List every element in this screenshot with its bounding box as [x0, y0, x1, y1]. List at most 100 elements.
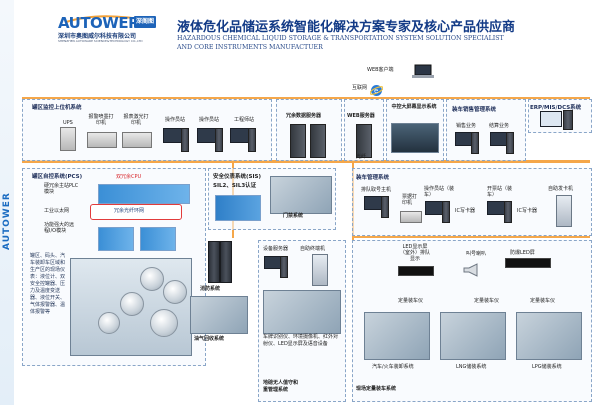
truck-loading-image-b — [440, 312, 506, 360]
ticket-printer — [400, 211, 422, 223]
queue-monitor — [364, 196, 382, 210]
fiber-ring-label: 冗余光纤环网 — [114, 208, 145, 214]
engineer-label: 工程师站 — [234, 117, 255, 123]
truck-b-label: LNG储装系统 — [456, 364, 487, 370]
truck-loading-image-c — [516, 312, 582, 360]
erp-monitor — [540, 111, 562, 127]
vapor-recovery-image — [190, 296, 248, 334]
equip-server-monitor — [264, 256, 281, 269]
operator2-tower — [215, 128, 223, 152]
pcs-title: 罐区自控系统(PCS) — [32, 174, 83, 180]
sis-title: 安全仪表系统(SIS) — [213, 174, 261, 180]
equip-server-tower — [280, 256, 288, 278]
sis-controller — [215, 195, 261, 221]
operator-truck-monitor — [425, 201, 443, 215]
report-printer-label: 报表激光打印机 — [123, 114, 149, 126]
io-rack-a — [98, 227, 134, 251]
truck-mgmt-panel — [352, 168, 592, 236]
tank-3 — [120, 292, 144, 316]
alarm-printer-label: 报警喷墨打印机 — [88, 114, 114, 126]
auto-card-kiosk — [556, 195, 572, 227]
redundant-server-label: 冗余数据服务器 — [286, 113, 322, 119]
ups-label: UPS — [63, 120, 73, 126]
sales-monitor — [455, 132, 472, 146]
redundant-cpu-label: 双冗余CPU — [116, 174, 142, 180]
settle-biz-label: 结算业务 — [489, 123, 510, 129]
io-rack-b — [140, 227, 176, 251]
laptop-icon — [412, 64, 434, 79]
billing-monitor — [487, 201, 505, 215]
server-a — [290, 124, 306, 158]
tank-4 — [150, 309, 178, 337]
loader1-label: 定量装车仪 — [398, 298, 424, 304]
tank-upper-title: 罐区监控上位机系统 — [32, 105, 82, 111]
web-server-device — [356, 124, 372, 158]
settle-monitor — [490, 132, 507, 146]
loader2-label: 定量装车仪 — [474, 298, 500, 304]
self-terminal-label: 自助终端机 — [300, 246, 326, 252]
explosion-led-label: 防爆LED屏 — [510, 250, 535, 256]
page-title-cn: 液体危化品储运系统智能化解决方案专家及核心产品供应商 — [177, 20, 516, 35]
weighbridge-title-line2: 重管理系统 — [263, 387, 289, 393]
svg-text:e: e — [374, 87, 378, 95]
sales-biz-label: 销售业务 — [456, 123, 477, 129]
page-title-en-line1: HAZARDOUS CHEMICAL LIQUID STORAGE & TRAN… — [177, 35, 504, 42]
alarm-printer-device — [87, 132, 117, 148]
side-strip — [0, 0, 14, 405]
queue-tower — [381, 196, 389, 218]
field-instrument-desc: 罐区、码头、汽车装卸车区域和生产区的现场仪表：液位计、双安全控罐器、压力及温度变… — [30, 253, 66, 315]
network-line-truck — [352, 236, 590, 238]
server-b — [310, 124, 326, 158]
fire-cabinet-b — [220, 241, 232, 283]
settle-tower — [506, 132, 514, 154]
billing-tower — [504, 201, 512, 223]
web-client-label: WEB客户端 — [367, 67, 394, 73]
tank-2 — [163, 280, 187, 304]
logo-swoosh-icon — [64, 8, 134, 23]
web-server-label: WEB服务器 — [347, 113, 375, 119]
ups-device — [60, 127, 76, 151]
ic-reader1-label: IC写卡器 — [455, 208, 475, 214]
network-line-top — [22, 97, 590, 99]
operator1-tower — [181, 128, 189, 152]
erp-tower — [563, 110, 573, 130]
logo-badge: 深阁图 — [134, 16, 156, 28]
door-label: 门禁系统 — [283, 213, 304, 219]
vapor-label: 油气回收系统 — [194, 336, 225, 342]
truck-sales-title: 装车销售管理系统 — [452, 107, 497, 113]
sis-cert: SIL2、SIL3认证 — [213, 183, 257, 189]
loudspeaker-icon — [463, 262, 481, 277]
operator-truck-tower — [442, 201, 450, 223]
fiber-label: 光纤 — [356, 154, 367, 160]
page-title-en: HAZARDOUS CHEMICAL LIQUID STORAGE & TRAN… — [177, 34, 504, 52]
io-module-label: 功能强大的远程I/O模块 — [44, 222, 75, 234]
central-screen-label: 中控大屏幕显示系统 — [391, 104, 437, 110]
loader3-label: 定量装车仪 — [530, 298, 556, 304]
ethernet-label: 工业以太网 — [44, 208, 70, 214]
billing-truck-label: 开票站（装车） — [487, 186, 513, 198]
redundant-server-panel — [276, 99, 342, 161]
company-name-cn: 深圳市奥图威尔科技有限公司 — [58, 33, 137, 40]
operator2-monitor — [197, 128, 216, 143]
weighbridge-image — [263, 290, 341, 334]
field-loading-title: 现场定量装车系统 — [356, 386, 397, 392]
ticket-printer-label: 票据打印机 — [402, 194, 418, 206]
fire-label: 消防系统 — [200, 286, 221, 292]
fire-cabinet-a — [208, 241, 220, 283]
side-brand-text: AUTOWER — [2, 192, 12, 250]
truck-a-label: 汽车/火车装卸系统 — [372, 364, 414, 370]
explosion-led-screen — [505, 258, 551, 268]
central-screen-image — [391, 123, 439, 153]
redundant-plc-label: 硬冗余主站PLC模块 — [44, 183, 79, 195]
self-terminal-kiosk — [312, 254, 328, 286]
fiber-ring-box — [90, 204, 182, 220]
network-line-mid — [22, 160, 590, 163]
queue-machine-label: 排队取号主机 — [361, 187, 392, 193]
led-display-label: LED显示屏（室外）排队显示 — [399, 244, 430, 262]
tank-1 — [140, 267, 164, 291]
door-gate-image — [270, 176, 332, 214]
report-printer-device — [122, 132, 152, 148]
plate-desc: 车牌识别仪、环境摄像机、红外对射仪、LED显示屏及语音设备 — [263, 334, 339, 347]
sales-tower — [471, 132, 479, 154]
operator2-label: 操作员站 — [199, 117, 220, 123]
